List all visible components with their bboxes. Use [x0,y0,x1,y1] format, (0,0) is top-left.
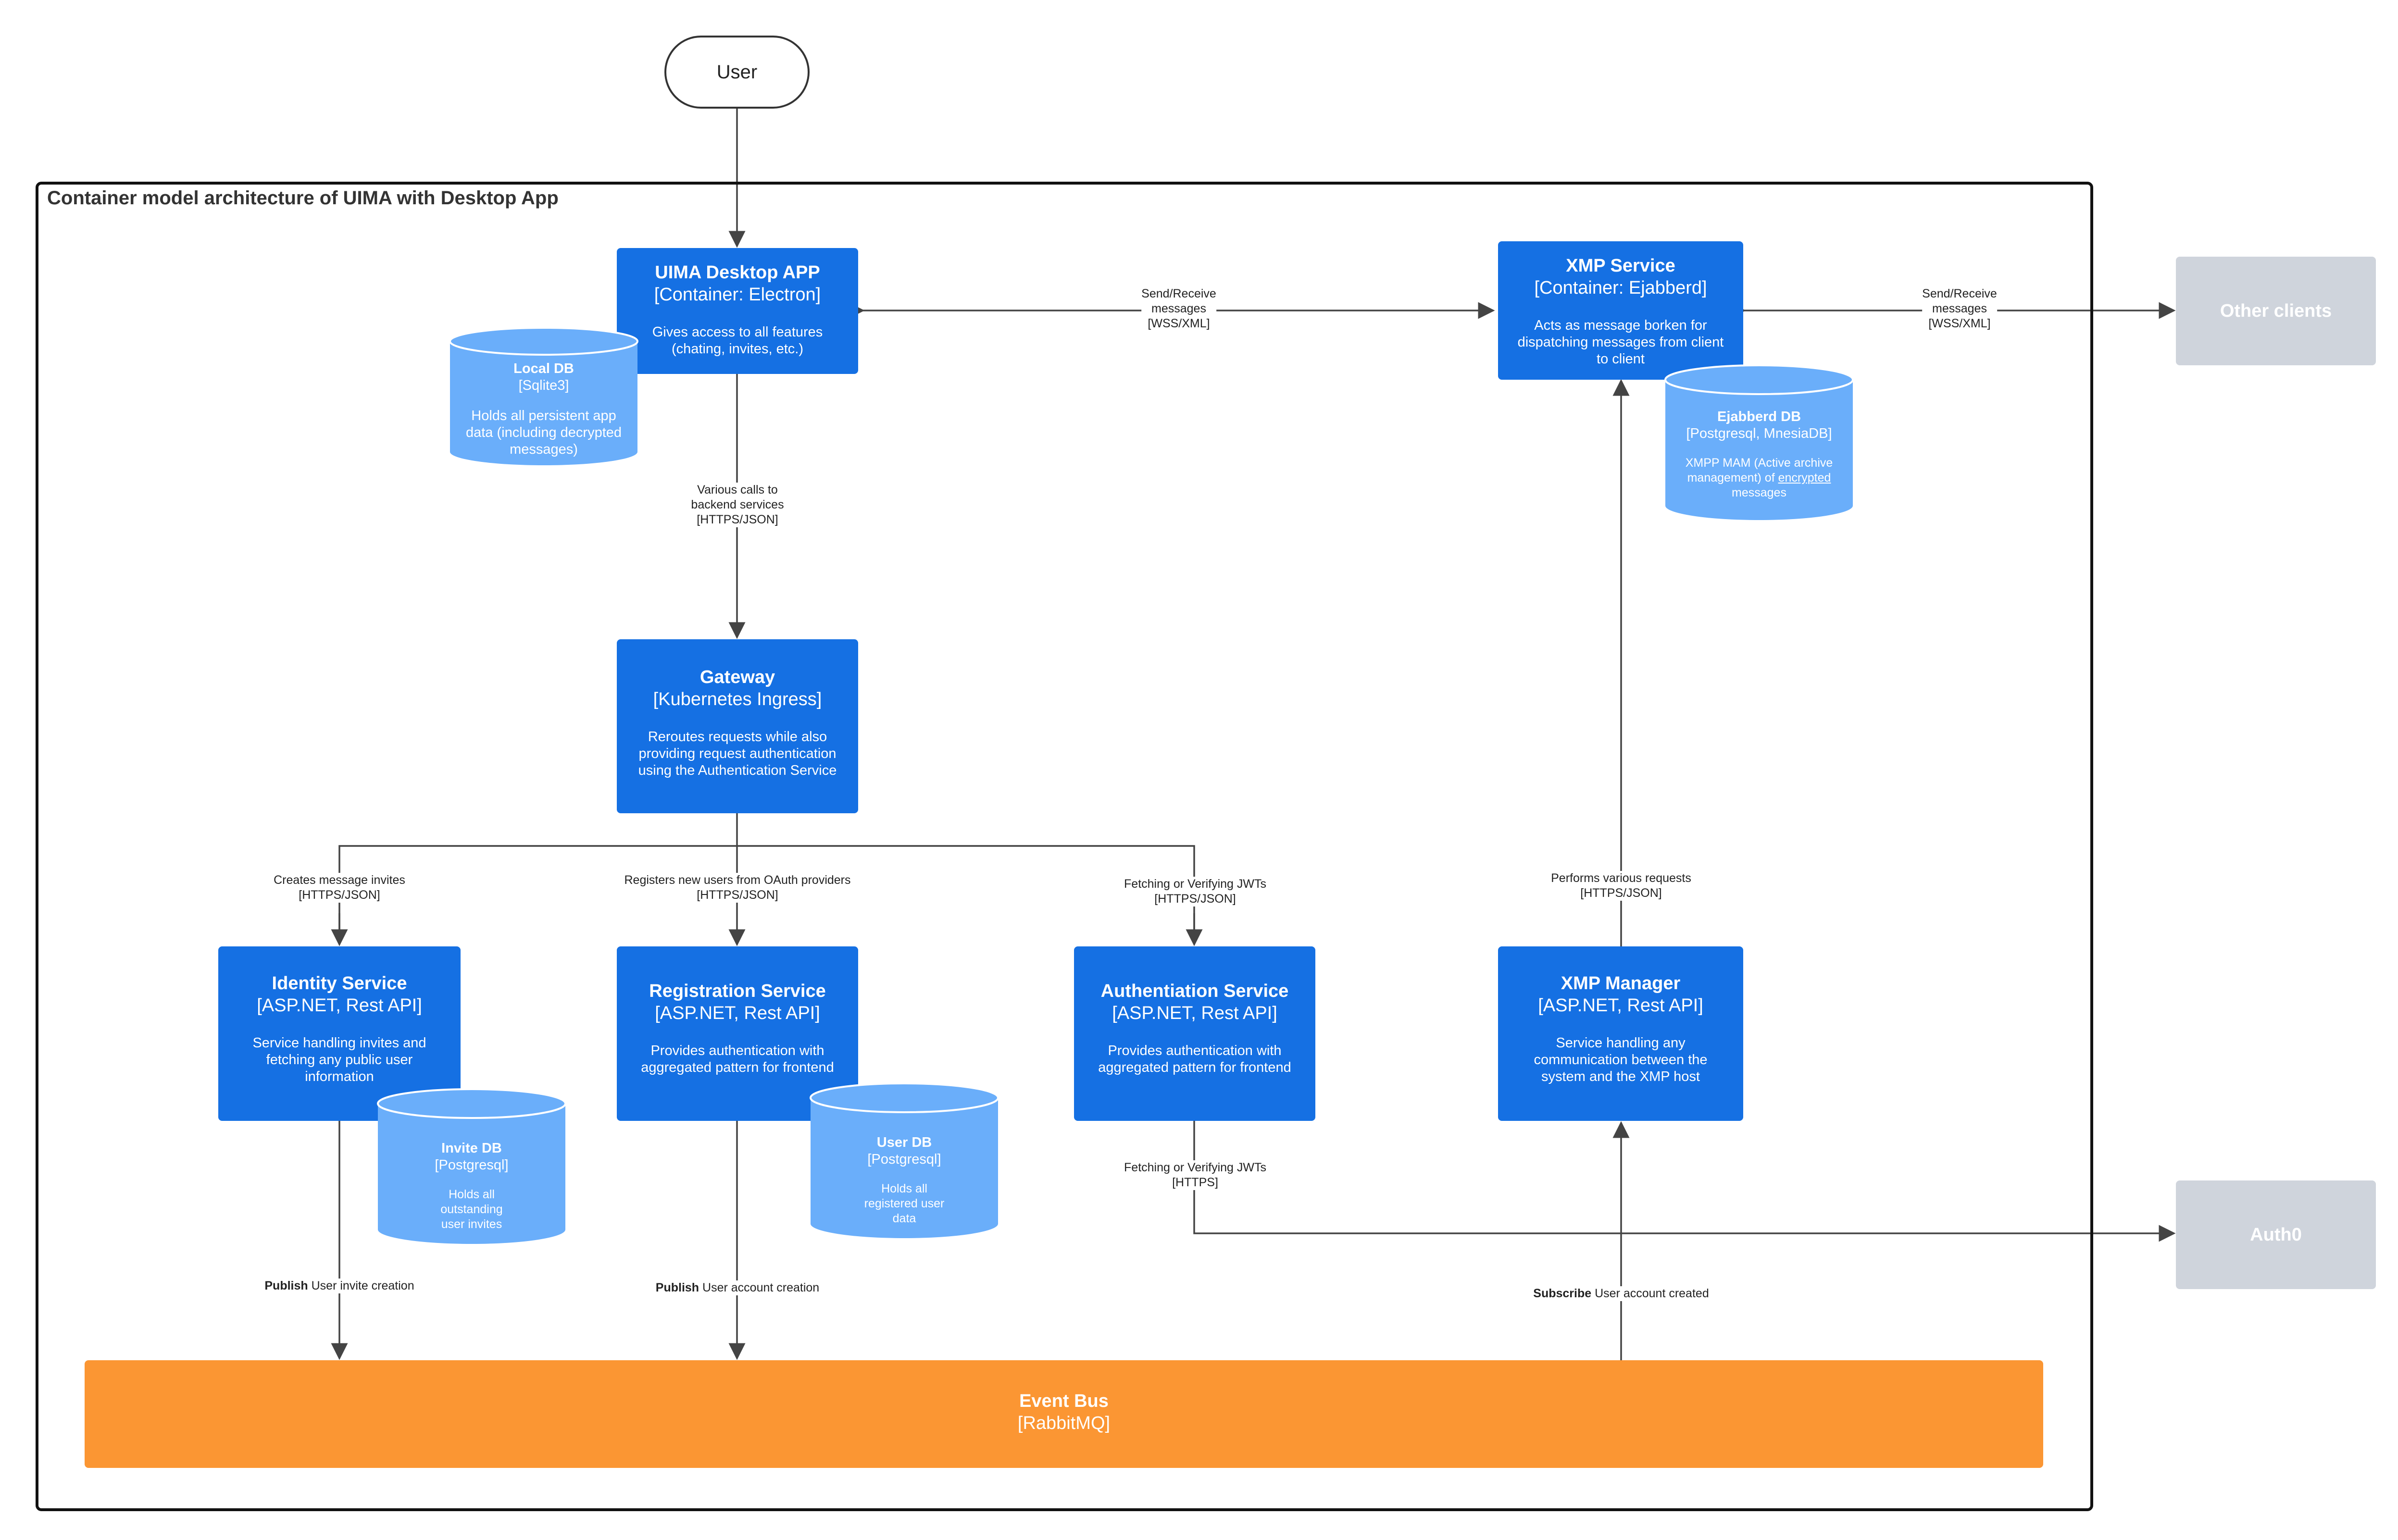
node-desc: Service handling invites and fetching an… [252,1035,426,1084]
node-desc: Gives access to all features (chating, i… [652,324,823,357]
edge-label-registration-bus: Publish User account creation [655,1280,820,1295]
db-tech: [Sqlite3] [518,378,569,393]
other-clients-node[interactable]: Other clients [2176,257,2376,365]
node-desc: Reroutes requests while also providing r… [638,729,837,778]
edge-label-auth-auth0: Fetching or Verifying JWTs[HTTPS] [1124,1160,1266,1190]
local-db-node[interactable]: Local DB [Sqlite3] Holds all persistent … [449,327,638,466]
xmp-manager-node[interactable]: XMP Manager [ASP.NET, Rest API] Service … [1498,946,1743,1121]
node-tech: [Container: Electron] [654,285,821,305]
node-title: Registration Service [649,981,826,1001]
ejabberd-db-node[interactable]: Ejabberd DB [Postgresql, MnesiaDB] XMPP … [1664,364,1854,521]
db-title: Local DB [513,361,574,376]
cylinder-shape [1664,364,1854,520]
cylinder-shape [810,1082,999,1238]
event-bus-node[interactable]: Event Bus [RabbitMQ] [85,1360,2043,1468]
node-title: UIMA Desktop APP [655,262,820,283]
gateway-node[interactable]: Gateway [Kubernetes Ingress] Reroutes re… [617,639,858,813]
node-desc: Provides authentication with aggregated … [641,1043,834,1075]
node-tech: [ASP.NET, Rest API] [1112,1003,1277,1023]
edge-label-gateway-registration: Registers new users from OAuth providers… [624,873,851,903]
node-desc: Acts as message borken for dispatching m… [1517,318,1724,367]
node-title: XMP Manager [1561,973,1681,994]
node-desc: Service handling any communication betwe… [1534,1035,1708,1084]
ext-label: Auth0 [2250,1224,2302,1245]
node-title: Gateway [699,667,775,687]
edge-label-manager-xmp: Performs various requests[HTTPS/JSON] [1551,871,1691,901]
db-tech: [Postgresql] [435,1157,509,1173]
edge-label-bus-manager: Subscribe User account created [1533,1286,1709,1301]
edge-label-identity-bus: Publish User invite creation [264,1279,414,1293]
node-tech: [ASP.NET, Rest API] [257,995,422,1016]
user-db-node[interactable]: User DB [Postgresql] Holds all registere… [810,1082,999,1239]
node-title: Event Bus [1019,1391,1109,1411]
node-tech: [Container: Ejabberd] [1534,278,1707,298]
node-title: Authentiation Service [1100,981,1289,1001]
node-tech: [Kubernetes Ingress] [653,689,822,709]
xmp-service-node[interactable]: XMP Service [Container: Ejabberd] Acts a… [1498,241,1743,380]
db-desc: Holds all registered user data [864,1182,945,1225]
system-boundary [36,182,2093,1511]
node-desc: Provides authentication with aggregated … [1098,1043,1291,1075]
node-title: Identity Service [272,973,407,994]
db-desc: Holds all outstanding user invites [440,1188,503,1231]
user-node[interactable]: User [664,36,810,109]
node-tech: [ASP.NET, Rest API] [1538,995,1703,1016]
node-tech: [ASP.NET, Rest API] [655,1003,820,1023]
edge-label-gateway-auth: Fetching or Verifying JWTs[HTTPS/JSON] [1124,877,1266,907]
edge-label-gateway-identity: Creates message invites[HTTPS/JSON] [274,873,405,903]
auth0-node[interactable]: Auth0 [2176,1180,2376,1289]
db-tech: [Postgresql, MnesiaDB] [1686,426,1832,441]
db-tech: [Postgresql] [867,1152,941,1167]
db-title: Ejabberd DB [1717,409,1801,424]
boundary-title: Container model architecture of UIMA wit… [47,187,559,209]
db-desc: XMPP MAM (Active archive management) of … [1685,456,1833,499]
node-tech: [RabbitMQ] [1017,1413,1111,1433]
authentication-service-node[interactable]: Authentiation Service [ASP.NET, Rest API… [1074,946,1315,1121]
db-desc: Holds all persistent app data (including… [465,408,622,457]
invite-db-node[interactable]: Invite DB [Postgresql] Holds all outstan… [377,1088,566,1245]
user-label: User [716,61,758,83]
registration-service-node[interactable]: Registration Service [ASP.NET, Rest API]… [617,946,858,1121]
cylinder-shape [449,327,638,465]
uima-desktop-app-node[interactable]: UIMA Desktop APP [Container: Electron] G… [617,248,858,374]
ext-label: Other clients [2220,300,2332,321]
edge-auth-auth0 [1193,1121,2176,1242]
db-title: Invite DB [441,1141,502,1156]
db-title: User DB [876,1135,932,1150]
node-title: XMP Service [1566,256,1675,276]
cylinder-shape [377,1088,566,1244]
